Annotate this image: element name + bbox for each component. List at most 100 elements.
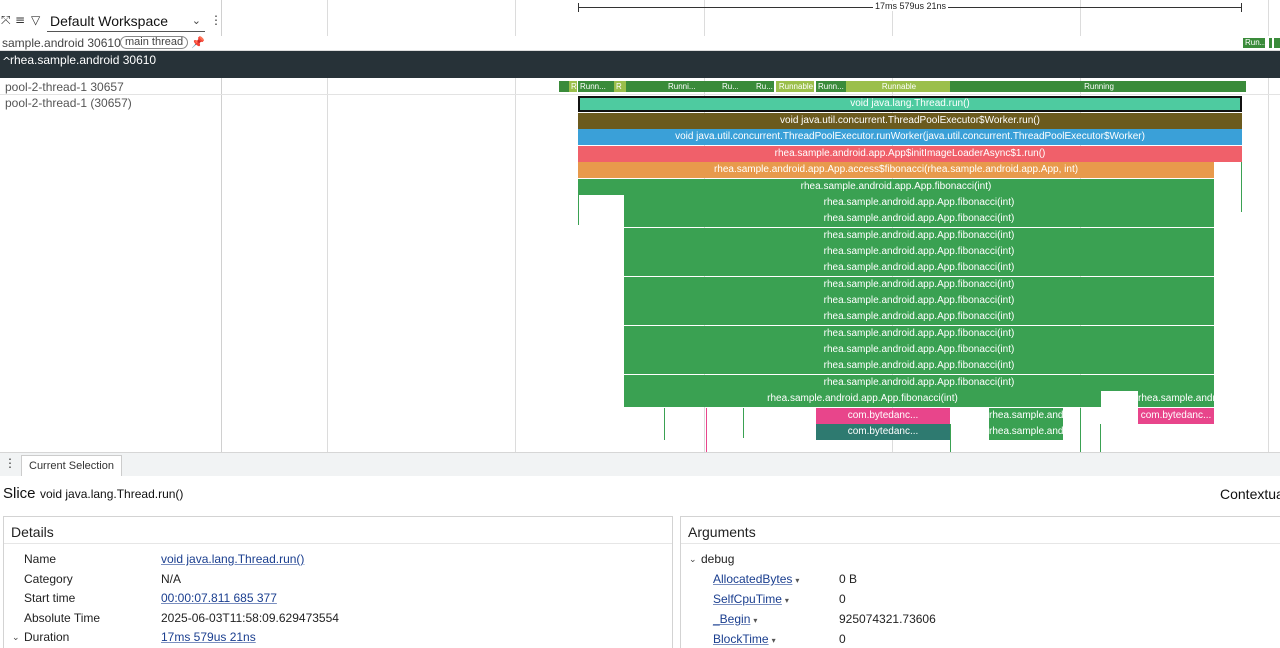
slice[interactable]: com.bytedanc... — [816, 424, 950, 440]
grid-line — [1268, 0, 1269, 452]
slice[interactable]: rhea.sample.android.app.App.fibonacci(in… — [624, 358, 1214, 374]
dropdown-icon: ▾ — [771, 636, 776, 645]
arg-key-allocated-bytes[interactable]: AllocatedBytes▾ — [713, 572, 799, 586]
more-vert-icon[interactable]: ⋮ — [210, 13, 222, 27]
main-thread-chip: main thread — [120, 36, 189, 49]
slice[interactable]: rhea.sample.android.app.App$initImageLoa… — [578, 146, 1242, 162]
slice-sliver — [1241, 162, 1242, 212]
thread-state-segment[interactable] — [606, 81, 614, 92]
thread-state-segment[interactable]: Ru... — [720, 81, 738, 92]
process-state-segment[interactable] — [1274, 38, 1280, 48]
time-ruler[interactable] — [222, 0, 1280, 36]
detail-value: N/A — [161, 572, 182, 586]
slice[interactable]: void java.util.concurrent.ThreadPoolExec… — [578, 113, 1242, 129]
workspace-toolbar: ⤧ ≡ ▽ Default Workspace ⌄ ⋮ — [0, 0, 222, 36]
chevron-up-icon[interactable]: ^ — [2, 55, 12, 68]
divider — [681, 543, 1280, 544]
detail-duration-link[interactable]: 17ms 579us 21ns — [161, 630, 256, 644]
slice[interactable]: rhea.sample.android.app.App.fibonacci(in… — [624, 244, 1214, 260]
thread-state-segment[interactable] — [738, 81, 754, 92]
slice[interactable]: com.bytedanc... — [816, 408, 950, 424]
arg-value: 0 — [839, 632, 846, 646]
selection-name: void java.lang.Thread.run() — [40, 487, 184, 501]
slice[interactable]: rhea.sample.android.app.App.fibonacci(in… — [624, 195, 1214, 211]
more-vert-icon[interactable]: ⋮ — [4, 456, 16, 470]
grid-line — [327, 0, 328, 452]
slice[interactable]: rhea.sample.android.app.App.access$fibon… — [578, 162, 1214, 178]
thread-state-segment[interactable]: Runni... — [666, 81, 698, 92]
selection-kind: Slice — [3, 485, 36, 502]
timeline-panel[interactable]: ⤧ ≡ ▽ Default Workspace ⌄ ⋮ 17ms 579us 2… — [0, 0, 1280, 452]
detail-name-link[interactable]: void java.lang.Thread.run() — [161, 552, 305, 566]
thread-state-segment[interactable]: Runnable — [846, 81, 950, 92]
process-state-segment[interactable]: Run... — [1243, 38, 1265, 48]
slice[interactable]: void java.util.concurrent.ThreadPoolExec… — [578, 129, 1242, 145]
slice[interactable]: rhea.sample.android.app... — [989, 408, 1063, 424]
pin-icon[interactable]: 📌 — [191, 37, 205, 49]
arg-key-label: AllocatedBytes — [713, 572, 793, 586]
thread-state-segment[interactable] — [698, 81, 720, 92]
slice[interactable]: rhea.sample.android.app.App.fibonacci(in… — [624, 228, 1214, 244]
process-state-segment[interactable] — [1269, 38, 1272, 48]
thread-state-segment[interactable] — [626, 81, 666, 92]
thread-state-segment[interactable]: Runnable — [776, 81, 814, 92]
slice[interactable]: rhea.sample.android.app.App.fibonacci(in… — [624, 391, 1101, 407]
dropdown-icon: ▾ — [784, 596, 789, 605]
collapse-all-icon[interactable]: ⤧ — [1, 13, 11, 27]
slice[interactable]: rhea.sample.android.app.App.fibonacci(in… — [624, 342, 1214, 358]
arguments-title: Arguments — [688, 524, 756, 540]
tab-current-selection[interactable]: Current Selection — [21, 455, 122, 477]
slice[interactable]: com.bytedanc... — [1138, 408, 1214, 424]
workspace-name: Default Workspace — [50, 13, 169, 29]
workspace-select[interactable]: Default Workspace ⌄ — [47, 11, 205, 32]
detail-key: Start time — [24, 591, 76, 605]
slice[interactable]: rhea.sample.android.app.App.fibonacci(in… — [624, 309, 1214, 325]
slice[interactable]: rhea.sample.android.app.App.fibonacci(in… — [624, 211, 1214, 227]
process-group-name: rhea.sample.android 30610 — [10, 53, 157, 67]
dropdown-icon: ▾ — [753, 616, 758, 625]
slice[interactable]: rhea.sample.android.app... — [989, 424, 1063, 440]
slice-sliver — [1100, 424, 1101, 452]
measure-end-cap — [1241, 3, 1242, 12]
slice[interactable]: rhea.sample.android.app.App.fibonacci(in… — [1138, 391, 1214, 407]
slice[interactable]: rhea.sample.android.app.App.fibonacci(in… — [624, 260, 1214, 276]
grid-line — [515, 0, 516, 452]
slice[interactable]: rhea.sample.android.app.App.fibonacci(in… — [624, 277, 1214, 293]
details-card: Details Name void java.lang.Thread.run()… — [3, 516, 673, 648]
thread-state-segment[interactable]: Runn... — [816, 81, 846, 92]
slice[interactable]: rhea.sample.android.app.App.fibonacci(in… — [624, 326, 1214, 342]
track-shell-divider — [221, 0, 222, 452]
arg-key-label: BlockTime — [713, 632, 769, 646]
selected-slice[interactable]: void java.lang.Thread.run() — [578, 96, 1242, 112]
chevron-down-icon[interactable]: ⌄ — [689, 555, 697, 565]
chevron-down-icon[interactable]: ⌄ — [12, 633, 20, 643]
thread-state-segment[interactable]: Runn... — [578, 81, 606, 92]
arg-key-self-cpu-time[interactable]: SelfCpuTime▾ — [713, 592, 789, 606]
slice[interactable]: rhea.sample.android.app.App.fibonacci(in… — [578, 179, 1214, 195]
slice[interactable]: rhea.sample.android.app.App.fibonacci(in… — [624, 293, 1214, 309]
thread-state-segment[interactable]: R — [614, 81, 626, 92]
thread-state-segment[interactable]: Running — [950, 81, 1246, 92]
arg-value: 0 — [839, 592, 846, 606]
divider — [4, 543, 672, 544]
thread-track-name: pool-2-thread-1 30657 — [5, 80, 124, 94]
slice-sliver — [743, 408, 744, 438]
arg-key-block-time[interactable]: BlockTime▾ — [713, 632, 776, 646]
details-tab-bar: ⋮ Current Selection — [0, 452, 1280, 477]
details-title: Details — [11, 524, 54, 540]
arg-key-begin[interactable]: _Begin▾ — [713, 612, 757, 626]
slice[interactable]: rhea.sample.android.app.App.fibonacci(in… — [624, 375, 1214, 391]
thread-state-segment[interactable]: R — [569, 81, 577, 92]
measure-duration-label: 17ms 579us 21ns — [873, 1, 949, 11]
filter-icon[interactable]: ▽ — [31, 13, 41, 27]
slice-sliver — [664, 408, 665, 440]
process-track[interactable]: sample.android 30610 main thread 📌 Run..… — [0, 36, 1280, 51]
detail-key: Absolute Time — [24, 611, 101, 625]
thread-state-segment[interactable] — [559, 81, 569, 92]
thread-state-segment[interactable]: Ru... — [754, 81, 774, 92]
sort-icon[interactable]: ≡ — [15, 13, 26, 27]
contextual-menu-button[interactable]: Contextual — [1220, 486, 1280, 502]
detail-start-time-link[interactable]: 00:00:07.811 685 377 — [161, 591, 277, 605]
process-group-header[interactable]: ^ rhea.sample.android 30610 — [0, 51, 1280, 78]
